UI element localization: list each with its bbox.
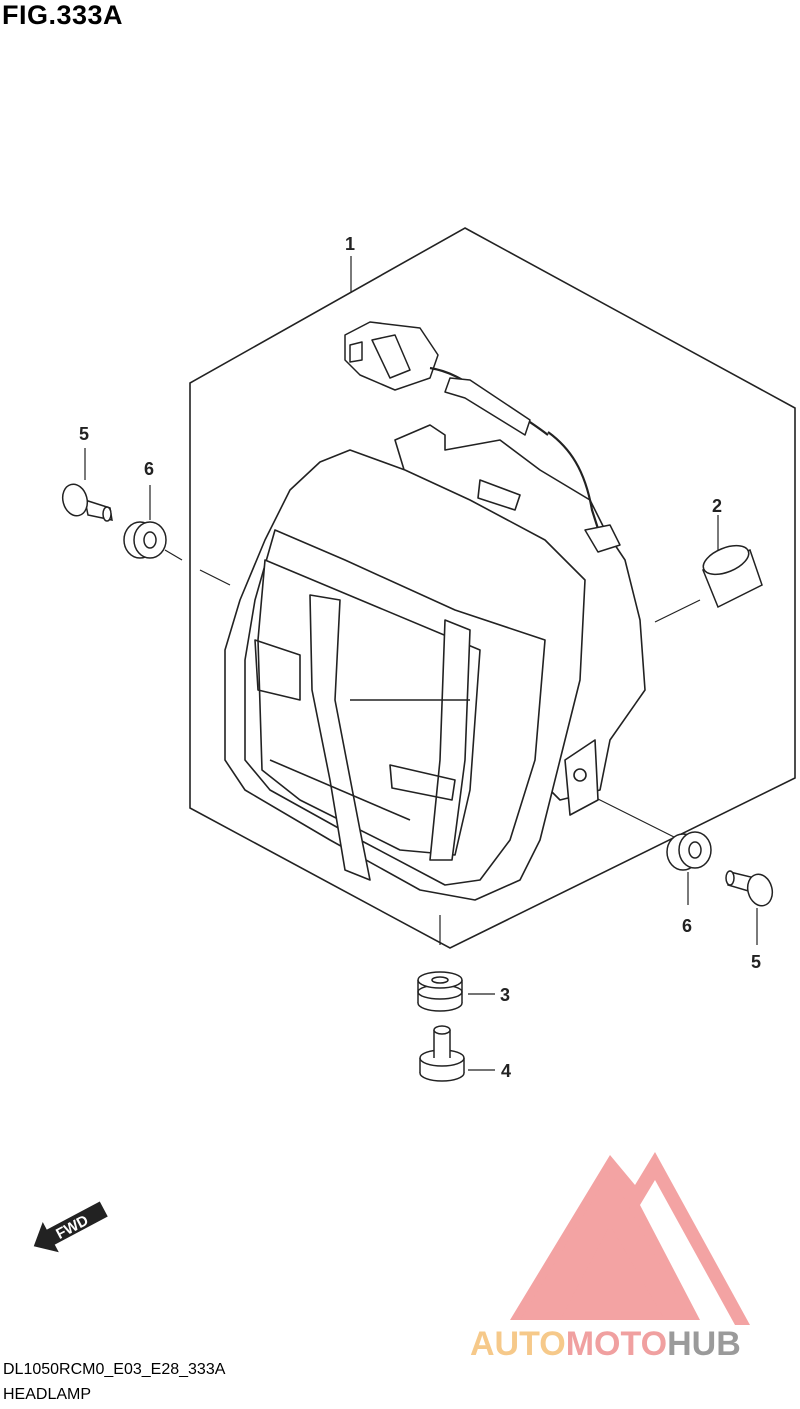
watermark-text: AUTOMOTOHUB (470, 1325, 741, 1364)
callout-4: 4 (501, 1061, 511, 1081)
part-6-grommet-left (123, 521, 167, 559)
watermark-part-hub: HUB (667, 1325, 741, 1363)
headlamp-unit (224, 424, 646, 901)
automotohub-logo-icon (510, 1152, 750, 1325)
callout-5-left: 5 (79, 424, 89, 444)
callout-6-left: 6 (144, 459, 154, 479)
part-5-bolt-left (61, 483, 113, 522)
fwd-arrow-icon: FWD (33, 1201, 108, 1253)
watermark-part-auto: AUTO (470, 1325, 566, 1363)
part-4-collar-bolt (419, 1025, 465, 1082)
callout-2: 2 (712, 496, 722, 516)
callout-5-right: 5 (751, 952, 761, 972)
headlamp-connector (344, 321, 621, 553)
part-5-bolt-right (725, 870, 774, 907)
diagram-code: DL1050RCM0_E03_E28_333A (3, 1361, 226, 1378)
watermark-part-moto: MOTO (565, 1325, 668, 1363)
part-6-grommet-right (666, 831, 712, 871)
figure-title: FIG.333A (2, 0, 124, 30)
part-3-mount-rubber (417, 971, 463, 1012)
callout-1: 1 (345, 234, 355, 254)
callout-3: 3 (500, 985, 510, 1005)
diagram-name: HEADLAMP (3, 1386, 92, 1403)
assembly-outline (189, 227, 796, 949)
part-2-cap (702, 544, 763, 609)
callout-6-right: 6 (682, 916, 692, 936)
leader-lines (84, 256, 758, 1071)
